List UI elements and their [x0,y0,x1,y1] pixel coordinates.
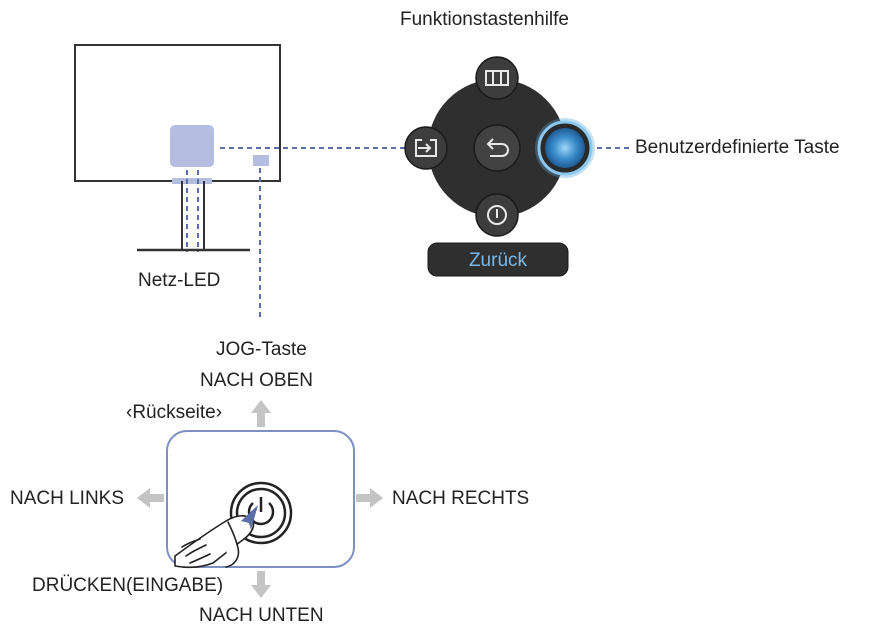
return-arrow-icon [486,138,509,157]
jog-power-icon [247,497,275,526]
custom-key-label: Benutzerdefinierte Taste [635,137,840,158]
left-arrow-icon [137,488,164,508]
osd-back-label: Zurück [469,250,528,271]
right-arrow-icon [356,488,383,508]
osd-back-button[interactable] [427,242,569,277]
up-label: NACH OBEN [200,370,313,391]
power-led-label: Netz-LED [138,270,221,291]
function-key-guide-osd: Zurück [404,56,595,277]
picture-size-icon [485,70,509,86]
source-input-icon [415,139,437,157]
down-arrow-icon [251,571,271,598]
monitor-neck [172,178,212,184]
connector-lines [186,147,632,318]
finger-icon [174,515,255,569]
direction-arrows [137,400,383,598]
custom-key-icon [545,128,585,168]
osd-center-button[interactable] [473,124,521,172]
press-pointer-icon [241,505,258,530]
osd-top-button[interactable] [475,56,519,100]
function-key-guide-label: Funktionstastenhilfe [400,9,569,30]
up-arrow-icon [251,400,271,427]
monitor-jog-key-area [253,155,269,166]
monitor-power-led-area [170,125,214,167]
jog-key-label: JOG-Taste [216,339,307,360]
power-icon [487,205,507,225]
back-side-label: ‹Rückseite› [126,402,223,423]
monitor [74,44,281,252]
down-label: NACH UNTEN [199,605,324,626]
left-label: NACH LINKS [10,488,125,509]
right-label: NACH RECHTS [392,488,530,509]
press-enter-label: DRÜCKEN(EINGABE) [32,575,224,596]
